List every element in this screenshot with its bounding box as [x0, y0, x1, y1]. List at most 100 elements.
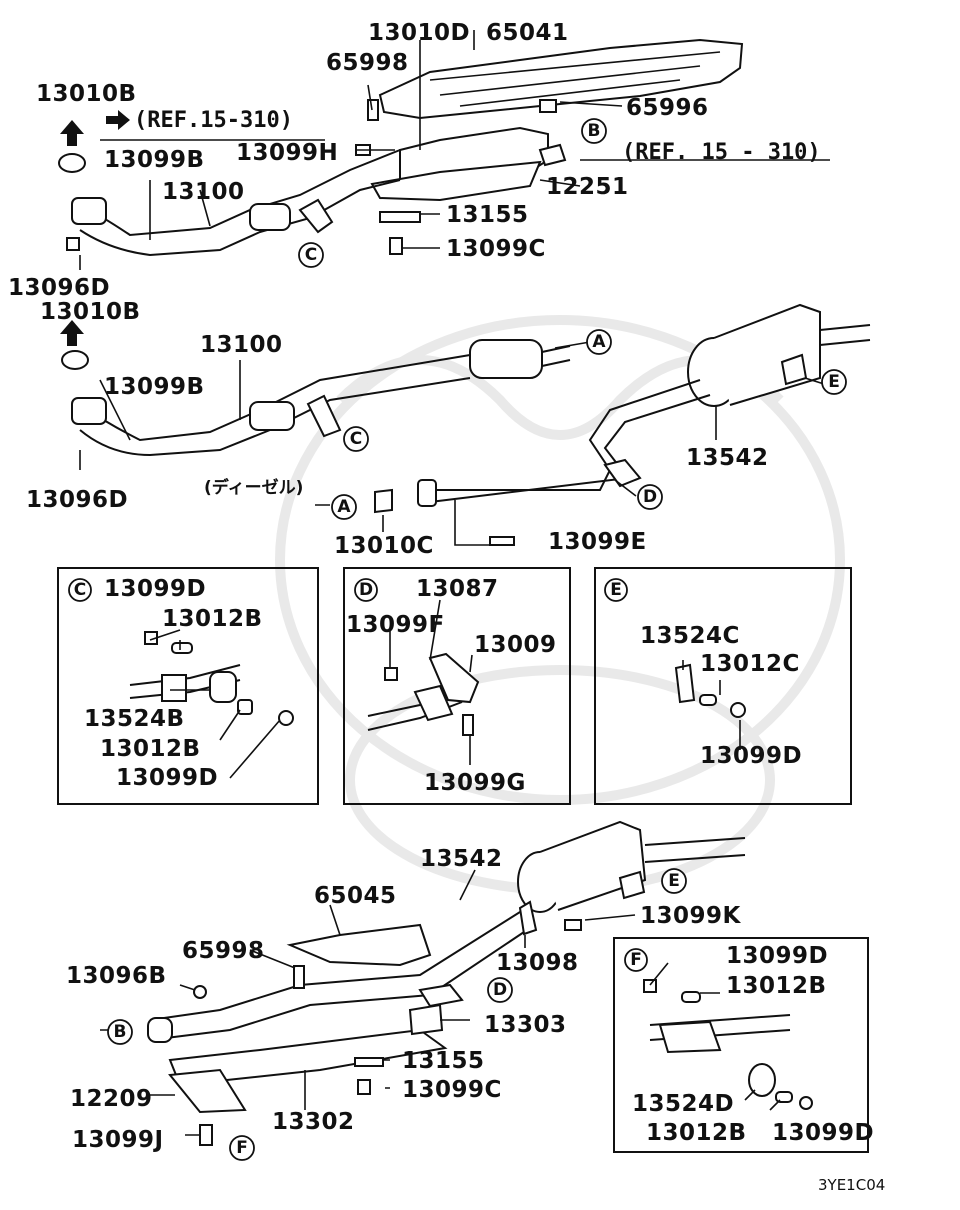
callout-d-box: D	[354, 578, 378, 602]
label-c-13012B: 13012B	[162, 606, 263, 632]
label-13302: 13302	[272, 1109, 355, 1135]
label-65041: 65041	[486, 20, 569, 46]
svg-text:E: E	[610, 580, 622, 600]
label-f-13099D: 13099D	[726, 943, 828, 969]
detail-box-f	[613, 937, 869, 1153]
label-13010B-2: 13010B	[40, 299, 141, 325]
heat-protector-lower[interactable]	[370, 160, 542, 202]
svg-text:F: F	[236, 1138, 248, 1158]
label-13010D: 13010D	[368, 20, 470, 46]
center-exhaust-pipe-13303[interactable]	[149, 911, 531, 1041]
label-c-13012B-2: 13012B	[100, 736, 201, 762]
bottom-assembly	[147, 820, 746, 1146]
label-d-13099F: 13099F	[346, 612, 445, 638]
label-d-13009: 13009	[474, 632, 557, 658]
svg-text:A: A	[592, 332, 606, 352]
middle-assembly	[61, 303, 871, 546]
right-arrow-icon	[106, 110, 130, 130]
label-f-13524D: 13524D	[632, 1091, 734, 1117]
label-c-13099D-2: 13099D	[116, 765, 218, 791]
detail-c-parts	[129, 631, 294, 726]
label-13099C-2: 13099C	[402, 1077, 502, 1103]
svg-text:B: B	[114, 1022, 127, 1042]
detail-box-d	[343, 567, 571, 805]
detail-e-parts	[674, 663, 746, 718]
center-muffler[interactable]	[469, 339, 543, 379]
up-arrow-icon	[60, 120, 84, 146]
label-13542-1: 13542	[686, 445, 769, 471]
gasket-13010B-b[interactable]	[61, 350, 89, 370]
label-13303: 13303	[484, 1012, 567, 1038]
callout-a-mid: A	[586, 329, 612, 355]
label-65045: 65045	[314, 883, 397, 909]
label-c-13099D: 13099D	[104, 576, 206, 602]
callout-d-bottom: D	[487, 977, 513, 1003]
label-13155-2: 13155	[402, 1048, 485, 1074]
label-13099B-2: 13099B	[104, 374, 205, 400]
detail-box-e	[594, 567, 852, 805]
label-13099C-1: 13099C	[446, 236, 546, 262]
label-c-13524B: 13524B	[84, 706, 185, 732]
callout-b-bottom: B	[107, 1019, 133, 1045]
svg-text:E: E	[828, 372, 840, 392]
callout-f-box: F	[624, 948, 648, 972]
label-f-13012B: 13012B	[726, 973, 827, 999]
callout-c-box: C	[68, 578, 92, 602]
svg-text:D: D	[359, 580, 373, 600]
detail-box-c	[57, 567, 319, 805]
gasket-13010B[interactable]	[58, 153, 86, 173]
tail-pipe[interactable]	[430, 379, 701, 491]
label-13099J: 13099J	[72, 1127, 164, 1153]
heat-protector-65045[interactable]	[286, 923, 432, 967]
top-assembly	[58, 38, 744, 257]
label-13099H: 13099H	[236, 140, 338, 166]
label-f-13099D-2: 13099D	[772, 1120, 874, 1146]
svg-text:E: E	[668, 871, 680, 891]
label-13542-2: 13542	[420, 846, 503, 872]
callout-d-mid: D	[637, 484, 663, 510]
label-e-13524C: 13524C	[640, 623, 740, 649]
callout-a-diesel: A	[331, 494, 357, 520]
callout-e-mid: E	[821, 369, 847, 395]
bracket-12209[interactable]	[168, 1068, 247, 1114]
detail-d-parts	[367, 652, 480, 736]
svg-text:C: C	[350, 429, 362, 449]
callout-b-top: B	[581, 118, 607, 144]
label-13010C: 13010C	[334, 533, 434, 559]
up-arrow-icon	[60, 320, 84, 346]
part-labels: 13010D 65041 65998 13010B (REF.15-310) 6…	[8, 20, 885, 1194]
callout-e-bottom: E	[661, 868, 687, 894]
label-e-13012C: 13012C	[700, 651, 800, 677]
label-12251: 12251	[546, 174, 629, 200]
svg-text:A: A	[337, 497, 351, 517]
label-diesel: (ディーゼル)	[204, 477, 303, 498]
label-d-13087: 13087	[416, 576, 499, 602]
gasket-13010C[interactable]	[374, 488, 393, 514]
label-13100-2: 13100	[200, 332, 283, 358]
heat-protector-65041[interactable]	[378, 38, 744, 120]
label-65998-top: 65998	[326, 50, 409, 76]
svg-text:D: D	[643, 487, 657, 507]
label-65998-bottom: 65998	[182, 938, 265, 964]
ref-15-310-b: (REF. 15 - 310)	[622, 140, 821, 165]
label-13096D-2: 13096D	[26, 487, 128, 513]
label-13098: 13098	[496, 950, 579, 976]
callout-f-bottom: F	[229, 1135, 255, 1161]
callout-c-mid: C	[343, 426, 369, 452]
callout-e-box: E	[604, 578, 628, 602]
label-13155-1: 13155	[446, 202, 529, 228]
front-pipe-flange[interactable]	[71, 197, 107, 225]
svg-text:C: C	[305, 245, 317, 265]
leader-lines	[79, 30, 830, 1136]
drawing-code: 3YE1C04	[818, 1176, 885, 1194]
svg-text:D: D	[493, 980, 507, 1000]
label-13096D-1: 13096D	[8, 275, 110, 301]
callout-c-top: C	[298, 242, 324, 268]
svg-text:B: B	[588, 121, 601, 141]
label-13099E: 13099E	[548, 529, 647, 555]
label-13096B: 13096B	[66, 963, 167, 989]
label-d-13099G: 13099G	[424, 770, 526, 796]
label-13100-1: 13100	[162, 179, 245, 205]
svg-text:C: C	[74, 580, 86, 600]
